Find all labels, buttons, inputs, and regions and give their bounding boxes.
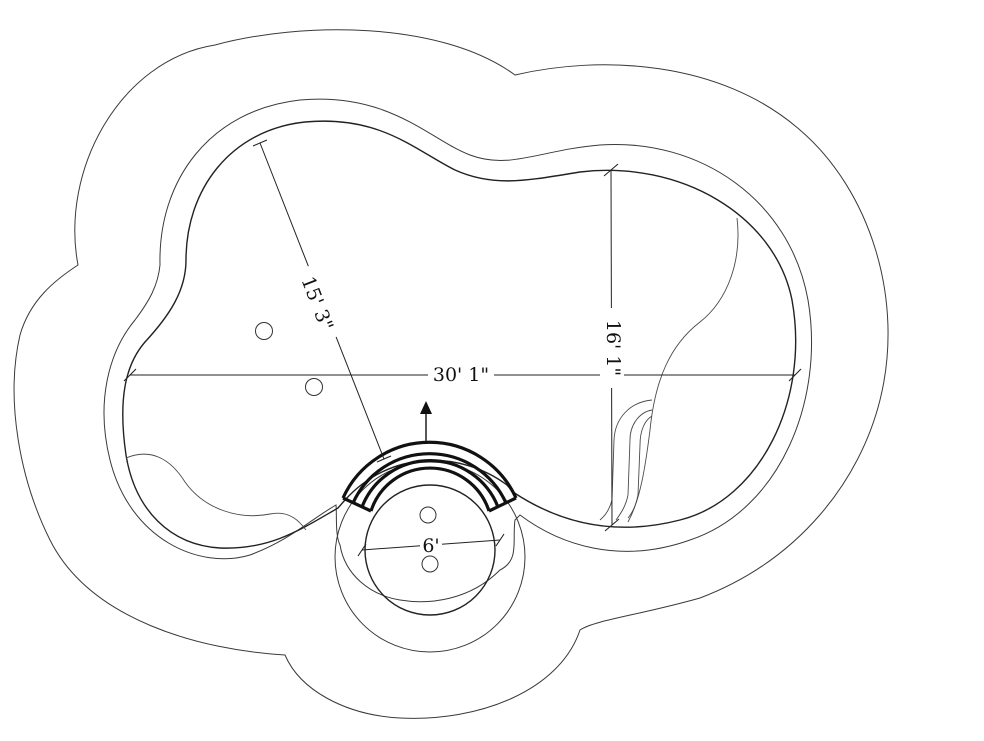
dimension-spa: 6' xyxy=(357,533,505,557)
spa-diameter-label: 6' xyxy=(422,535,439,557)
spa-fitting xyxy=(421,555,439,573)
swim-out-cap xyxy=(627,415,653,519)
spa-fitting xyxy=(419,506,437,524)
left-bench xyxy=(125,453,307,531)
pool-edge xyxy=(122,120,797,549)
right-bench-curve xyxy=(627,217,739,523)
spa-steps xyxy=(341,440,518,513)
flow-arrow-icon xyxy=(420,401,432,442)
swim-out-outer xyxy=(599,399,653,521)
coping-outer xyxy=(103,98,812,603)
pool-fitting xyxy=(255,322,273,340)
right-lobe-diameter-label: 16' 1" xyxy=(602,320,624,376)
overall-length-label: 30' 1" xyxy=(433,364,489,386)
dimension-left-lobe: 15' 3" xyxy=(252,139,392,463)
deck-outline xyxy=(13,29,889,719)
pool-fitting xyxy=(305,378,323,396)
swim-out-inner xyxy=(615,409,653,521)
dimension-overall-length: 30' 1" xyxy=(123,362,802,386)
dimension-right-lobe: 16' 1" xyxy=(600,163,624,532)
